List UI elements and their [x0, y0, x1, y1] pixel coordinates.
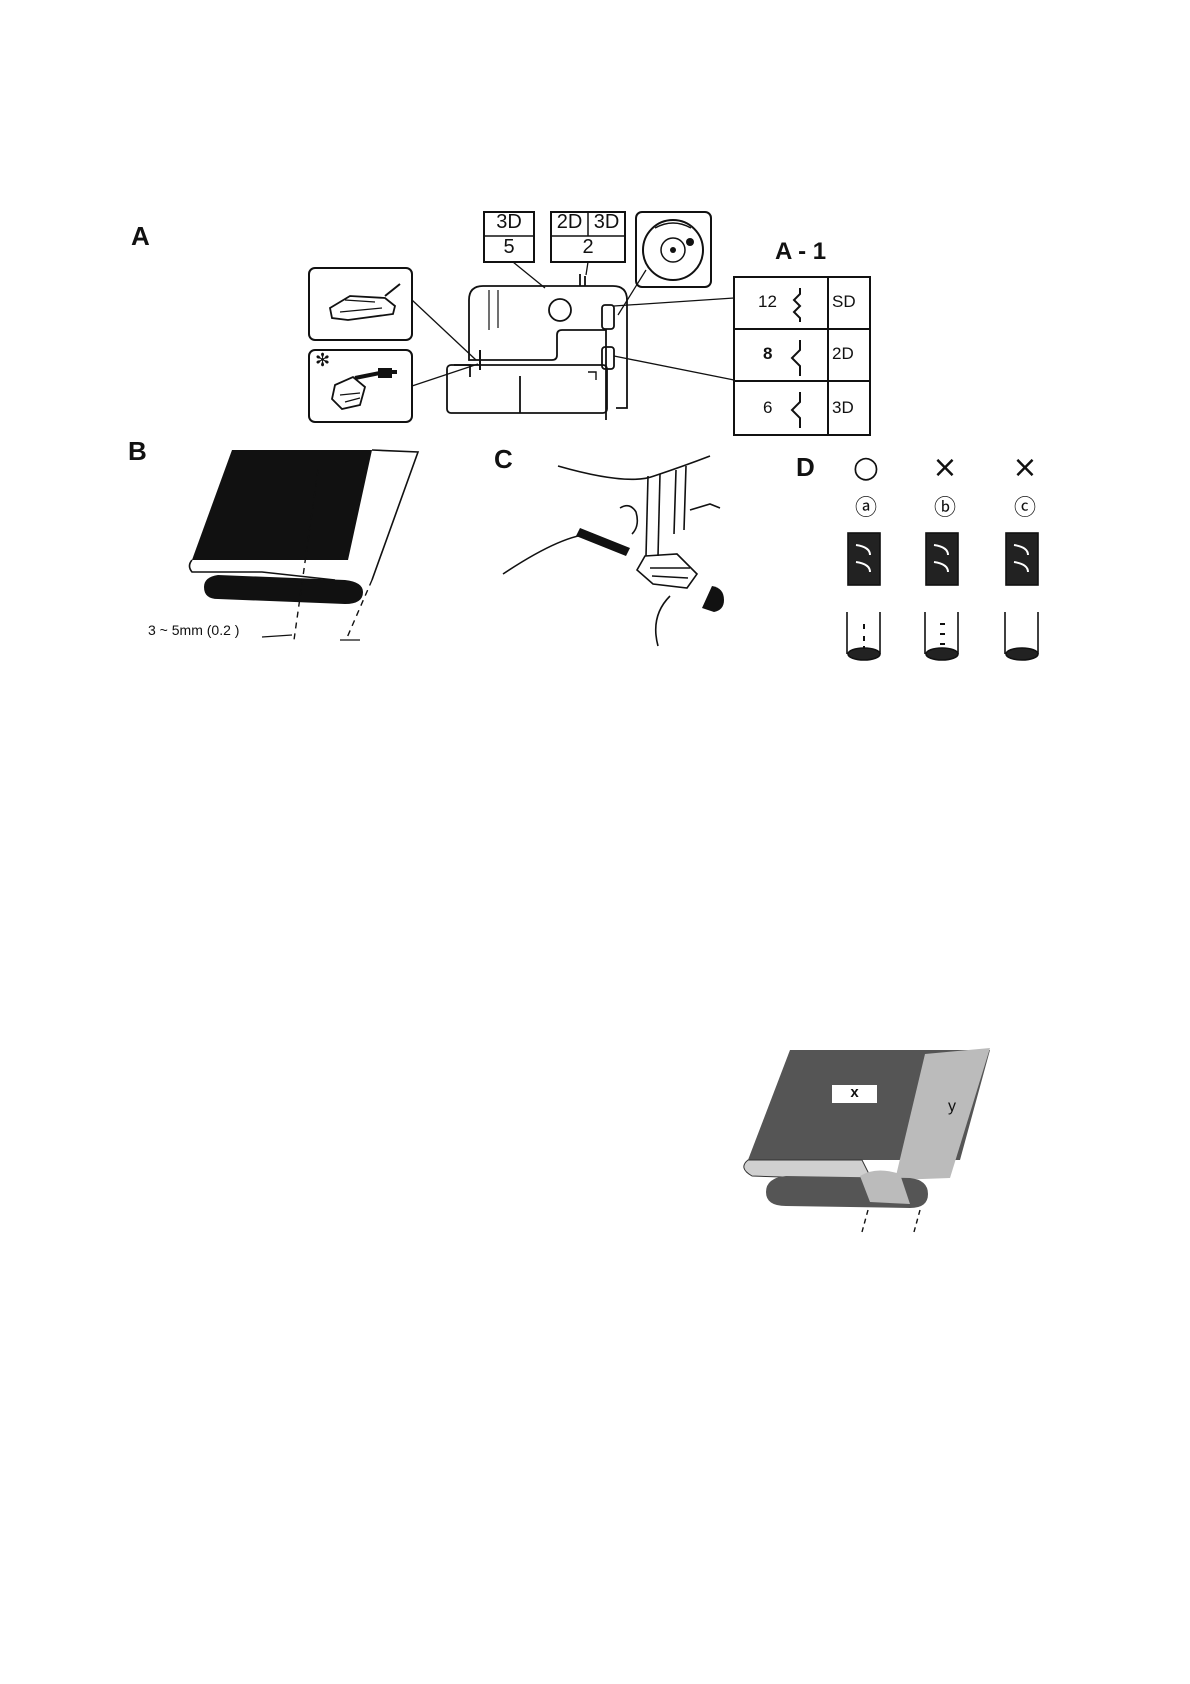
stitch-number: 8 [763, 344, 773, 363]
sewing-machine-body [446, 274, 628, 420]
figure-label-b: B [128, 436, 147, 466]
tension-callout-top: 3D [496, 211, 522, 233]
figure-label-d: D [796, 452, 815, 482]
result-letter: ⓒ [1013, 496, 1036, 521]
result-letter: ⓐ [854, 496, 877, 521]
stitch-code: SD [832, 292, 856, 311]
stitch-symbol-icon [790, 288, 802, 428]
tension-callout-bottom: 5 [503, 236, 515, 258]
stitch-number: 12 [758, 292, 777, 311]
figure-label-a: A [131, 221, 150, 251]
figure-label-a1: A - 1 [775, 238, 827, 265]
fabric-label-y: y [948, 1098, 956, 1115]
tension-callout-box [483, 211, 535, 263]
stitch-code: 2D [832, 344, 854, 363]
length-callout-top-right: 3D [593, 211, 620, 233]
pattern-dial-icon [635, 211, 712, 288]
result-letter: ⓑ [933, 496, 956, 521]
result-mark: × [932, 450, 958, 485]
presser-foot-icon [308, 267, 413, 341]
fabric-label-x: x [850, 1084, 859, 1101]
asterisk-mark: ✻ [315, 350, 331, 370]
hem-measurement-label: 3 ~ 5mm (0.2 ) [148, 622, 240, 638]
result-mark: ○ [852, 450, 880, 485]
stitch-number: 6 [763, 398, 773, 417]
length-callout-top-left: 2D [556, 211, 583, 233]
figure-label-c: C [494, 444, 513, 474]
result-mark: × [1012, 450, 1038, 485]
length-callout-bottom: 2 [582, 236, 594, 258]
stitch-code: 3D [832, 398, 854, 417]
blind-hem-foot-icon [308, 349, 413, 423]
callout-leader-lines [411, 261, 735, 387]
